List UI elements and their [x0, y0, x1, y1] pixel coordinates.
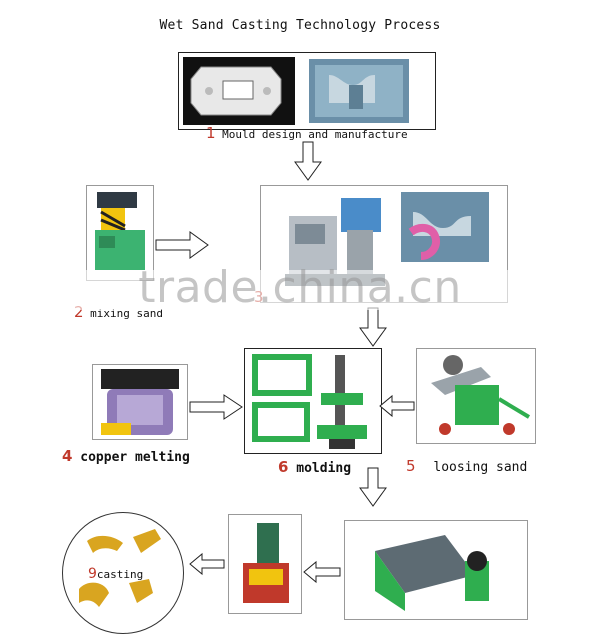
step-5-number: 5 — [406, 457, 416, 475]
step-4-melting-box — [92, 364, 188, 440]
step-5-loosing-box — [416, 348, 536, 444]
step-4-number: 4 — [62, 447, 73, 465]
drum-cleaner-illustration — [375, 535, 489, 611]
arrow-8-to-9 — [189, 552, 225, 576]
step-6-number: 6 — [278, 458, 289, 476]
sand-mixer-illustration — [95, 192, 145, 270]
mould-design-illustration — [183, 57, 409, 125]
watermark-band — [0, 270, 600, 310]
arrow-5-to-6 — [379, 394, 415, 418]
step-6-label: 6 molding — [278, 458, 351, 476]
flow-arrows — [155, 141, 415, 584]
step-4-label: 4 copper melting — [62, 447, 190, 465]
arrow-4-to-6 — [189, 394, 243, 420]
arrow-2-to-3 — [155, 231, 209, 259]
step-1-number: 1 — [206, 124, 216, 142]
step-2-number: 2 — [74, 303, 84, 321]
step-2-mixing-box — [86, 185, 154, 281]
step-8-shot-blasting-box — [228, 514, 302, 614]
arrow-1-to-3 — [294, 141, 322, 181]
step-1-label: 1 Mould design and manufacture — [206, 124, 408, 142]
arrow-7-to-8 — [303, 560, 341, 584]
molding-station-illustration — [252, 354, 367, 449]
brass-castings-illustration — [79, 529, 161, 607]
step-9-text: casting — [96, 568, 144, 581]
step-9-number: 9 — [88, 566, 97, 582]
step-9-casting-circle — [62, 512, 184, 634]
step-9-label: 9casting — [88, 566, 143, 582]
step-2-text: mixing sand — [90, 307, 164, 320]
step-1-text: Mould design and manufacture — [222, 128, 408, 141]
arrow-3-to-6 — [359, 307, 387, 347]
step-5-label: 5 loosing sand — [406, 457, 527, 475]
step-6-molding-box — [244, 348, 382, 454]
molding-machine-illustration — [285, 192, 489, 286]
arrow-6-to-7 — [359, 467, 387, 507]
step-5-text: loosing sand — [433, 460, 528, 475]
diagram-title: Wet Sand Casting Technology Process — [159, 18, 441, 33]
watermark-text: trade.china.cn — [138, 262, 462, 313]
melting-furnace-illustration — [101, 369, 179, 435]
shot-blasting-machine-illustration — [243, 523, 289, 603]
step-4-text: copper melting — [80, 450, 190, 465]
step-2-label: 2 mixing sand — [74, 303, 163, 321]
sand-loosener-illustration — [431, 355, 531, 435]
step-6-text: molding — [296, 461, 352, 476]
step-1-mould-box — [178, 52, 436, 130]
